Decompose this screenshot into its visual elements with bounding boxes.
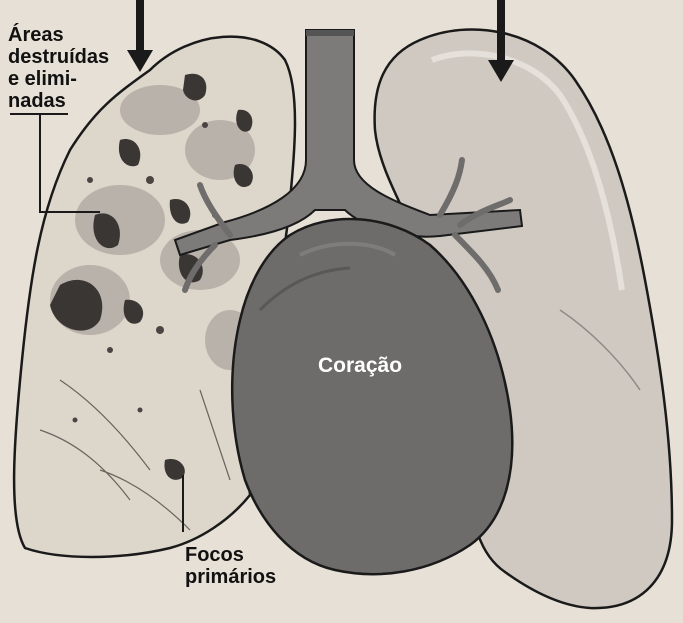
trachea-top <box>306 30 354 36</box>
destroyed-areas-line-1: Áreas <box>8 24 148 46</box>
heart-label: Coração <box>300 354 420 378</box>
destroyed-areas-line-3: e elimi- <box>8 68 148 90</box>
destroyed-areas-line-2: destruídas <box>8 46 148 68</box>
primary-foci-label: Focos primários <box>185 544 315 588</box>
destroyed-areas-line-4: nadas <box>8 90 148 112</box>
primary-foci-line-1: Focos <box>185 544 315 566</box>
destroyed-areas-label: Áreas destruídas e elimi- nadas <box>8 24 148 112</box>
primary-foci-line-2: primários <box>185 566 315 588</box>
arrow-shaft-right <box>497 0 505 64</box>
